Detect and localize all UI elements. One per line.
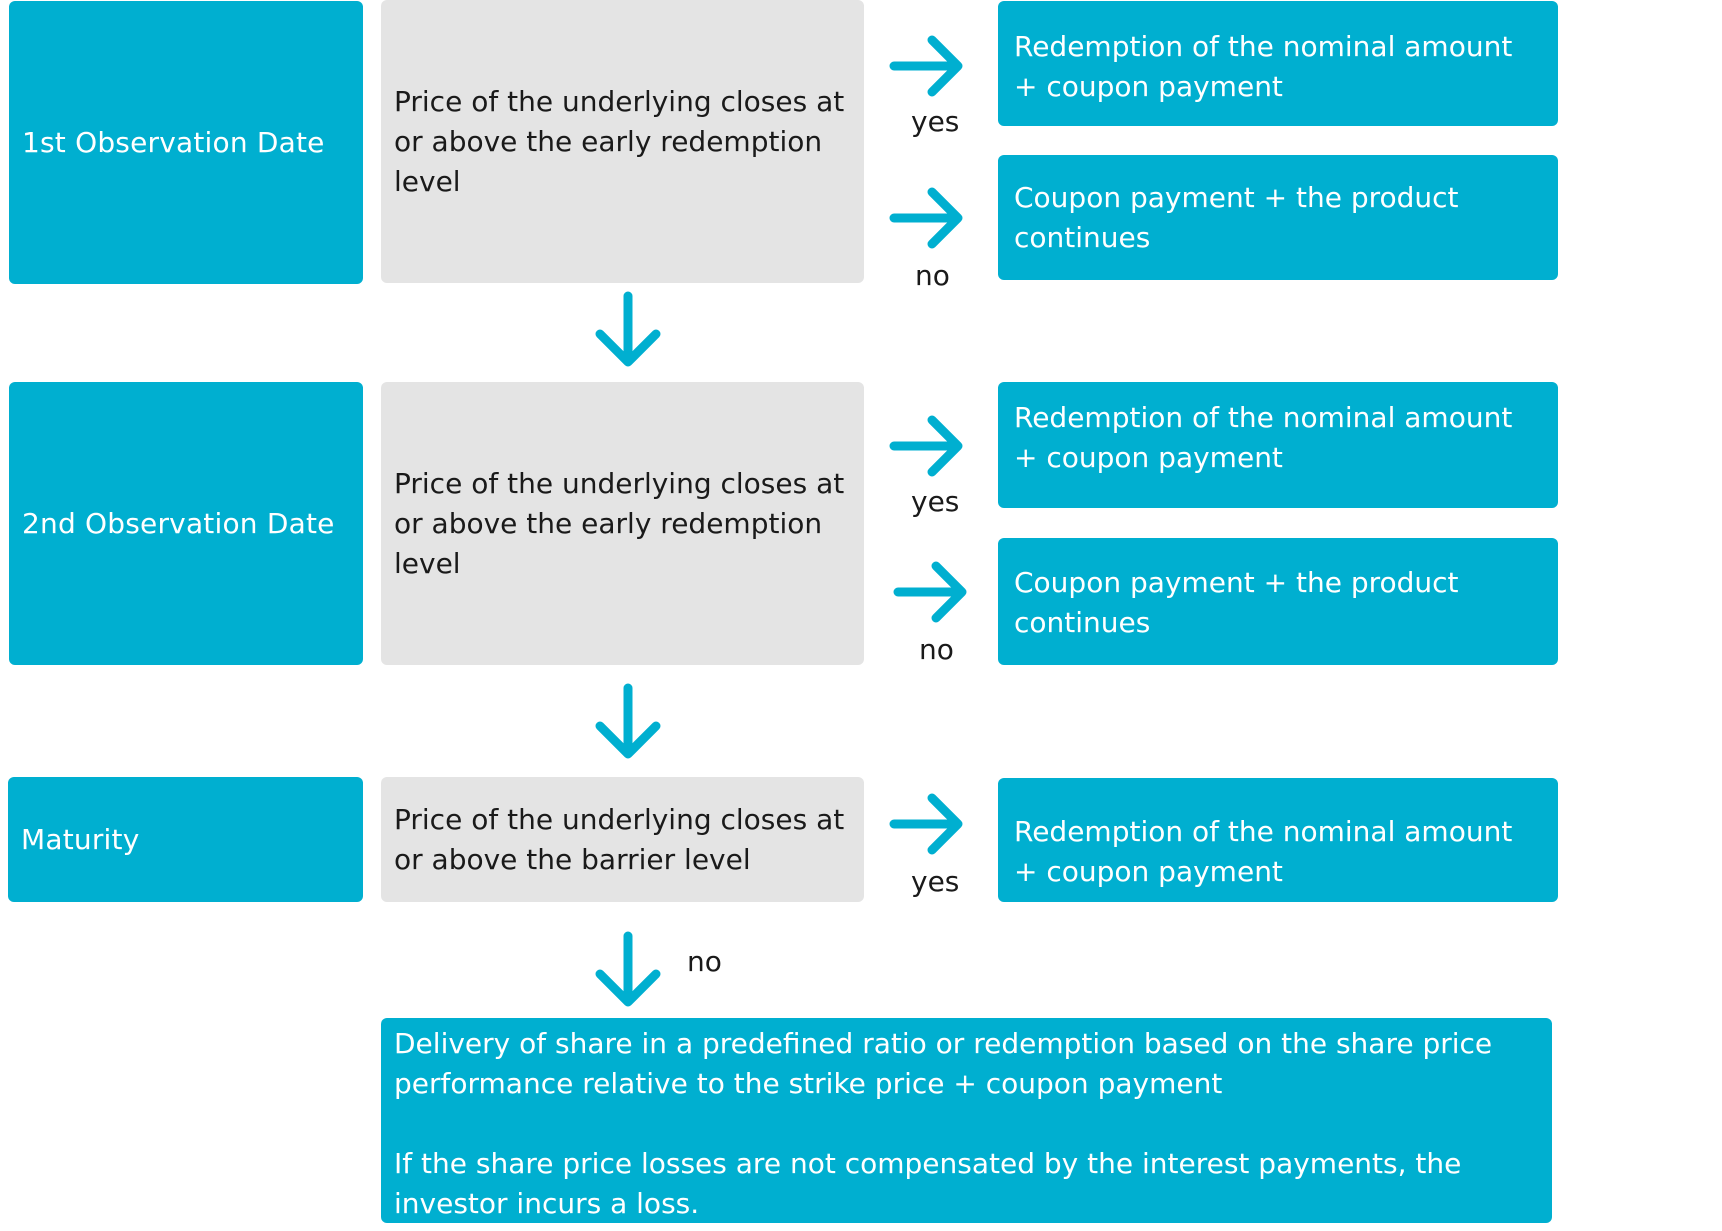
down-arrow-icon-1	[595, 291, 661, 367]
stage-3-label-box: Maturity	[8, 777, 363, 902]
stage-1-yes-arrow-icon	[889, 35, 963, 97]
stage-1-condition: Price of the underlying closes at or abo…	[394, 84, 845, 198]
stage-3-yes-arrow-icon	[889, 793, 963, 855]
stage-3-condition: Price of the underlying closes at or abo…	[394, 802, 845, 876]
stage-2-no-result: Coupon payment + the product continues	[1014, 566, 1459, 639]
down-arrow-icon-3	[595, 931, 661, 1007]
stage-1-yes-result: Redemption of the nominal amount + coupo…	[1014, 30, 1513, 103]
stage-1-yes-result-box: Redemption of the nominal amount + coupo…	[998, 1, 1558, 126]
stage-1-no-label: no	[915, 259, 950, 292]
stage-2-no-arrow-icon	[893, 561, 967, 623]
stage-1-no-result: Coupon payment + the product continues	[1014, 181, 1459, 254]
stage-2-yes-result-box: Redemption of the nominal amount + coupo…	[998, 382, 1558, 508]
stage-2-yes-result: Redemption of the nominal amount + coupo…	[1014, 401, 1513, 474]
stage-2-condition-box: Price of the underlying closes at or abo…	[381, 382, 864, 665]
stage-2-label-box: 2nd Observation Date	[9, 382, 363, 665]
stage-3-yes-result: Redemption of the nominal amount + coupo…	[1014, 815, 1513, 888]
final-result-box: Delivery of share in a predefined ratio …	[381, 1018, 1552, 1223]
stage-2-condition: Price of the underlying closes at or abo…	[394, 466, 845, 580]
stage-2-label: 2nd Observation Date	[22, 506, 335, 540]
stage-3-label: Maturity	[21, 822, 140, 856]
stage-1-no-result-box: Coupon payment + the product continues	[998, 155, 1558, 280]
stage-3-no-label: no	[687, 945, 722, 978]
stage-2-yes-label: yes	[911, 485, 960, 518]
final-result-text: Delivery of share in a predefined ratio …	[394, 1027, 1493, 1220]
stage-3-yes-result-box: Redemption of the nominal amount + coupo…	[998, 778, 1558, 902]
stage-3-condition-box: Price of the underlying closes at or abo…	[381, 777, 864, 902]
stage-1-no-arrow-icon	[889, 187, 963, 249]
stage-2-no-label: no	[919, 633, 954, 666]
stage-3-yes-label: yes	[911, 865, 960, 898]
stage-1-condition-box: Price of the underlying closes at or abo…	[381, 0, 864, 283]
stage-1-label-box: 1st Observation Date	[9, 1, 363, 284]
stage-2-no-result-box: Coupon payment + the product continues	[998, 538, 1558, 665]
stage-2-yes-arrow-icon	[889, 415, 963, 477]
down-arrow-icon-2	[595, 683, 661, 759]
stage-1-label: 1st Observation Date	[22, 125, 325, 159]
stage-1-yes-label: yes	[911, 105, 960, 138]
